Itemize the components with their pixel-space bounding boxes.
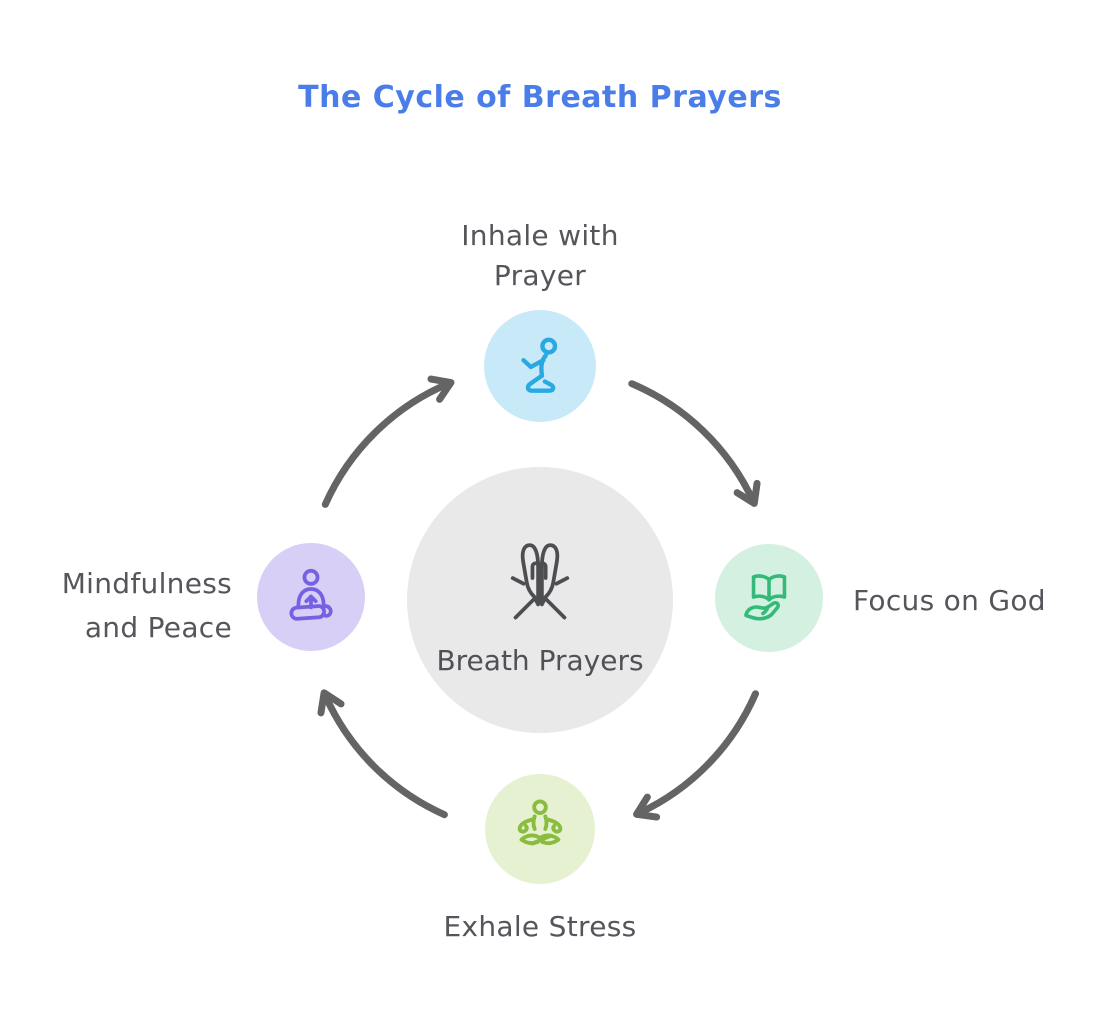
center-label-line1: Breath bbox=[436, 643, 530, 677]
node-mindfulness-and-peace bbox=[257, 543, 365, 651]
seated-meditation-icon bbox=[289, 568, 333, 621]
kneeling-prayer-icon bbox=[521, 337, 558, 393]
label-focus-on-god: Focus on God bbox=[853, 584, 1046, 617]
arrow-bottom-to-left bbox=[317, 689, 448, 819]
praying-hands-icon bbox=[510, 542, 570, 619]
label-bottom-line1: Exhale Stress bbox=[443, 910, 637, 943]
label-mindfulness-and-peace: Mindfulness and Peace bbox=[16, 562, 232, 650]
arrow-left-to-top bbox=[321, 375, 455, 508]
arrow-top-to-right bbox=[628, 380, 761, 507]
node-focus-on-god bbox=[715, 544, 823, 652]
label-left-line1: Mindfulness bbox=[61, 567, 232, 600]
label-right-line1: Focus on God bbox=[853, 584, 1046, 617]
center-node-breath-prayers: Breath Prayers bbox=[407, 467, 673, 733]
label-top-line1: Inhale with bbox=[461, 219, 619, 252]
label-exhale-stress: Exhale Stress bbox=[340, 910, 740, 943]
book-on-hand-icon bbox=[744, 574, 787, 621]
label-inhale-with-prayer: Inhale with Prayer bbox=[340, 216, 740, 296]
arrow-right-to-bottom bbox=[633, 690, 759, 821]
label-top-line2: Prayer bbox=[493, 259, 587, 292]
lotus-meditation-icon bbox=[517, 799, 563, 846]
center-node-label: Breath Prayers bbox=[436, 641, 643, 680]
center-label-line2: Prayers bbox=[538, 643, 644, 677]
node-exhale-stress bbox=[485, 774, 595, 884]
node-inhale-with-prayer bbox=[484, 310, 596, 422]
label-left-line2: and Peace bbox=[84, 611, 232, 644]
diagram-title: The Cycle of Breath Prayers bbox=[298, 80, 782, 115]
